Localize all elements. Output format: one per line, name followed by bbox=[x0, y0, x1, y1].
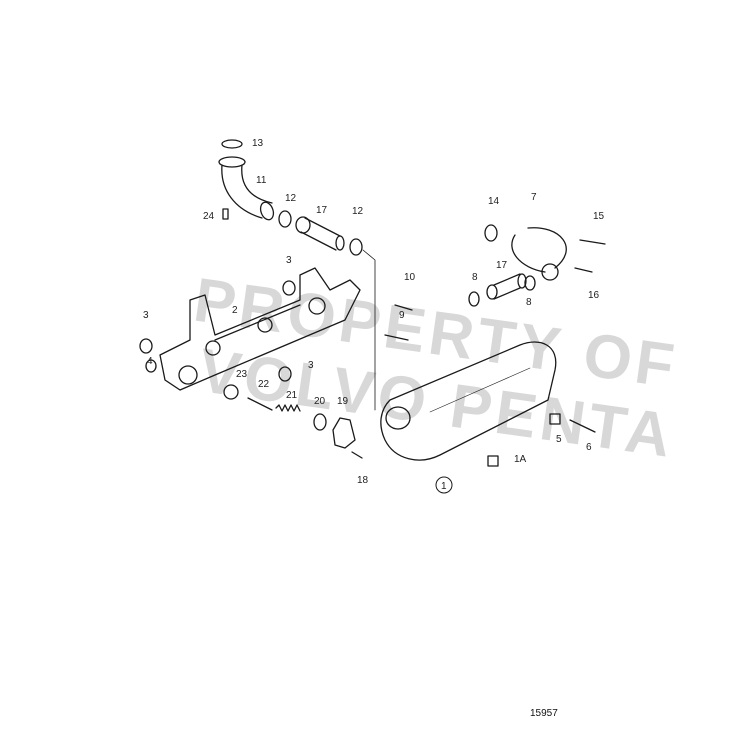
leader-line bbox=[362, 249, 376, 411]
part-5-bracket bbox=[549, 413, 561, 425]
callout-23: 23 bbox=[236, 369, 248, 380]
callout-14: 14 bbox=[488, 196, 500, 207]
part-24-bolt bbox=[222, 208, 229, 220]
callout-3c: 3 bbox=[308, 360, 314, 371]
part-8-ring-b bbox=[524, 275, 536, 291]
part-21-spring bbox=[275, 404, 301, 412]
part-2-manifold bbox=[159, 267, 361, 391]
part-20-ring bbox=[313, 413, 327, 431]
part-9-bolt bbox=[384, 334, 409, 341]
part-1A-drain-plug bbox=[487, 455, 499, 467]
part-4-ring bbox=[145, 359, 157, 373]
callout-13: 13 bbox=[252, 138, 264, 149]
callout-7: 7 bbox=[531, 192, 537, 203]
part-3-ring-b bbox=[139, 338, 153, 354]
callout-17b: 17 bbox=[496, 260, 508, 271]
part-23-plug bbox=[223, 384, 239, 400]
callout-16: 16 bbox=[588, 290, 600, 301]
part-22-pin bbox=[247, 397, 273, 411]
callout-12a: 12 bbox=[285, 193, 297, 204]
callout-19: 19 bbox=[337, 396, 349, 407]
callout-22: 22 bbox=[258, 379, 270, 390]
part-3-ring-a bbox=[282, 280, 296, 296]
callout-24: 24 bbox=[203, 211, 215, 222]
callout-12b: 12 bbox=[352, 206, 364, 217]
part-19-cover bbox=[332, 417, 356, 449]
callout-labels: 13 11 24 12 17 12 14 7 15 16 10 9 8 17 8… bbox=[143, 138, 605, 492]
part-6-bolt bbox=[569, 419, 596, 433]
part-1-oil-cooler bbox=[380, 341, 557, 461]
part-12-seal-ring-a bbox=[278, 210, 292, 228]
callout-3a: 3 bbox=[286, 255, 292, 266]
part-10-bolt bbox=[394, 304, 413, 311]
watermark: PROPERTY OF VOLVO PENTA bbox=[190, 265, 682, 471]
part-11-elbow-pipe bbox=[218, 156, 275, 221]
callout-11: 11 bbox=[256, 175, 267, 186]
callout-18: 18 bbox=[357, 475, 369, 486]
part-15-bolt bbox=[579, 239, 606, 245]
part-12-seal-ring-b bbox=[349, 238, 363, 256]
callout-9: 9 bbox=[399, 310, 405, 321]
callout-3b: 3 bbox=[143, 310, 149, 321]
callout-21: 21 bbox=[286, 390, 298, 401]
part-17-tube-b bbox=[486, 273, 527, 300]
callout-8b: 8 bbox=[526, 297, 532, 308]
callout-1: 1 bbox=[441, 481, 447, 492]
callout-20: 20 bbox=[314, 396, 326, 407]
part-13-gasket bbox=[221, 139, 243, 149]
callout-6: 6 bbox=[586, 442, 592, 453]
callout-1A: 1A bbox=[514, 454, 527, 465]
callout-5: 5 bbox=[556, 434, 562, 445]
callout-15: 15 bbox=[593, 211, 605, 222]
part-18-bolt bbox=[351, 451, 363, 459]
callout-circle-1 bbox=[435, 476, 453, 494]
part-3-ring-c bbox=[278, 366, 292, 382]
part-8-ring-a bbox=[468, 291, 480, 307]
callout-8a: 8 bbox=[472, 272, 478, 283]
part-16-bolt bbox=[574, 267, 593, 273]
callout-2: 2 bbox=[232, 305, 238, 316]
part-7-return-elbow bbox=[511, 227, 567, 281]
callout-17a: 17 bbox=[316, 205, 328, 216]
drawing-number: 15957 bbox=[530, 708, 558, 719]
callout-4: 4 bbox=[147, 356, 153, 367]
part-17-tube-a bbox=[295, 216, 345, 251]
callout-10: 10 bbox=[404, 272, 416, 283]
part-14-ring bbox=[484, 224, 498, 242]
